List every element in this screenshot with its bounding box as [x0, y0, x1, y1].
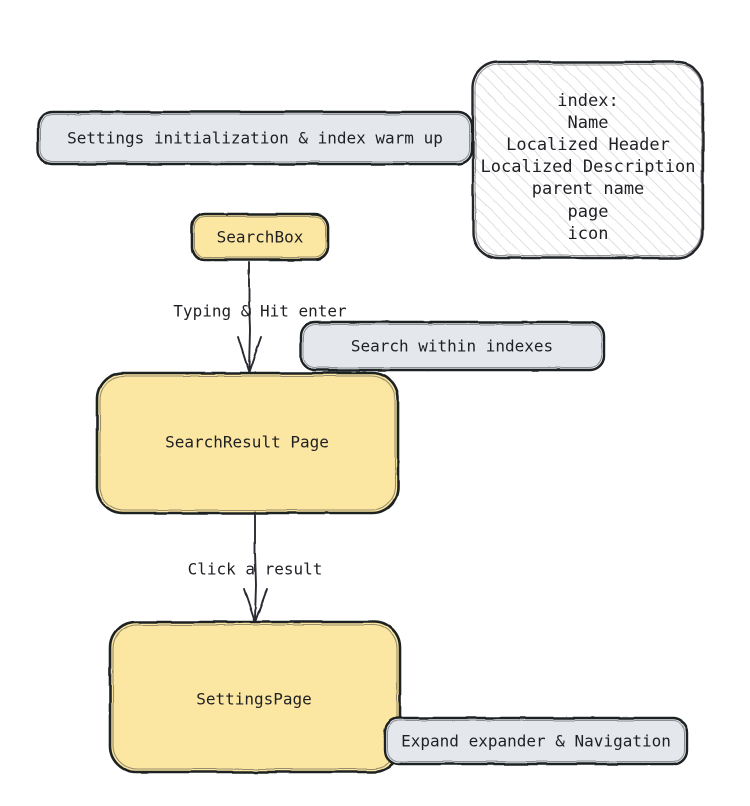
node-searchresult-page[interactable]: SearchResult Page: [95, 371, 400, 515]
node-settings-init[interactable]: Settings initialization & index warm up: [36, 110, 474, 166]
index-note-line-4: parent name: [532, 179, 645, 199]
searchresult-page-shape: [95, 371, 400, 515]
searchbox-label: SearchBox: [217, 228, 304, 247]
node-settings-page[interactable]: SettingsPage: [108, 620, 402, 774]
index-note-line-3: Localized Description: [481, 157, 696, 177]
settings-init-label: Settings initialization & index warm up: [67, 129, 443, 148]
edge-searchbox-to-result: Typing & Hit enter: [173, 261, 347, 373]
index-note-line-1: Name: [568, 113, 609, 133]
settings-page-shape: [108, 620, 402, 774]
settings-page-label: SettingsPage: [196, 690, 312, 709]
settings-init-shape: [36, 110, 474, 166]
node-search-within-indexes[interactable]: Search within indexes: [299, 320, 606, 372]
search-within-indexes-shape-inner: [303, 324, 602, 368]
edge-searchbox-to-result-line: [248, 261, 251, 369]
searchbox-shape: [190, 212, 330, 262]
node-searchbox[interactable]: SearchBox: [190, 212, 330, 262]
index-note-shape: [471, 60, 705, 260]
expand-navigation-shape-inner: [387, 720, 685, 762]
search-within-indexes-label: Search within indexes: [351, 337, 553, 356]
search-within-indexes-shape: [299, 320, 606, 372]
index-note-line-5: page: [568, 202, 609, 222]
expand-navigation-shape: [383, 716, 689, 766]
edge-searchbox-to-result-label: Typing & Hit enter: [173, 302, 347, 321]
node-index-note: index: Name Localized Header Localized D…: [471, 60, 705, 260]
index-note-line-2: Localized Header: [506, 135, 670, 155]
edge-result-to-settings: Click a result: [188, 512, 323, 623]
settings-init-shape-inner: [40, 114, 470, 162]
index-note-line-0: index:: [557, 91, 618, 111]
expand-navigation-label: Expand expander & Navigation: [401, 732, 671, 751]
node-expand-navigation[interactable]: Expand expander & Navigation: [383, 716, 689, 766]
index-note-line-6: icon: [568, 224, 609, 244]
settings-page-shape-inner: [112, 624, 398, 770]
edge-result-to-settings-line: [254, 512, 257, 619]
edge-result-to-settings-label: Click a result: [188, 560, 323, 579]
searchresult-page-shape-inner: [99, 375, 396, 511]
searchbox-shape-inner: [194, 216, 326, 258]
index-note-shape-inner: [474, 63, 703, 257]
searchresult-page-label: SearchResult Page: [165, 433, 329, 452]
